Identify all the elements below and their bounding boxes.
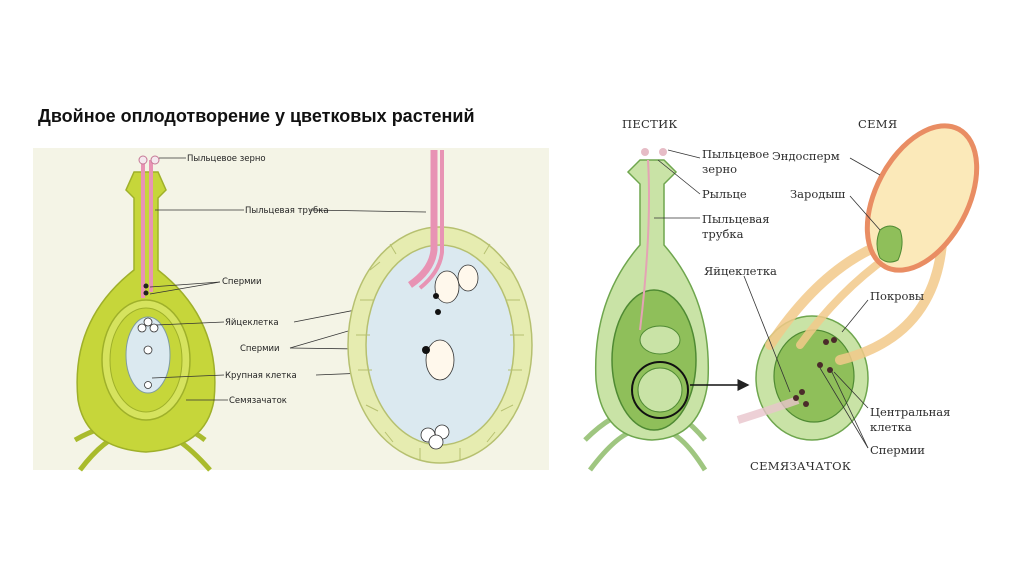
label-pollen-grain-line2: зерно [702,162,737,176]
label-embryo: Зародыш [790,187,846,201]
right-seed [864,123,980,273]
right-leader-lines [654,149,881,449]
label-integuments: Покровы [870,289,924,303]
label-ovule: СЕМЯЗАЧАТОК [750,459,851,473]
label-sperm-top: Спермии [222,277,262,287]
left-pistil [73,155,216,472]
label-pollen-tube-line1: Пыльцевая [702,212,770,226]
label-endosperm: Эндосперм [772,149,840,163]
label-sperm-bottom: Спермии [240,344,280,354]
label-pollen-grain-line1: Пыльцевое [702,147,769,161]
label-egg-cell: Яйцеклетка [704,264,777,278]
label-egg-cell: Яйцеклетка [225,318,279,328]
right-pistil [583,148,750,472]
label-central-cell-line1: Центральная [870,405,950,419]
label-pollen-tube-line2: трубка [702,227,744,241]
label-pistil: ПЕСТИК [622,117,678,131]
label-pollen-tube: Пыльцевая трубка [245,206,329,216]
label-large-cell: Крупная клетка [225,371,297,381]
slide-title: Двойное оплодотворение у цветковых расте… [38,106,475,126]
label-ovule: Семязачаток [229,396,287,406]
label-pollen-grain: Пыльцевое зерно [187,154,266,164]
label-central-cell-line2: клетка [870,420,912,434]
left-embryo-sac-enlarged [347,150,533,464]
right-ovule-enlarged [736,315,869,441]
label-stigma: Рыльце [702,187,747,201]
label-seed: СЕМЯ [858,117,897,131]
label-sperm: Спермии [870,443,925,457]
